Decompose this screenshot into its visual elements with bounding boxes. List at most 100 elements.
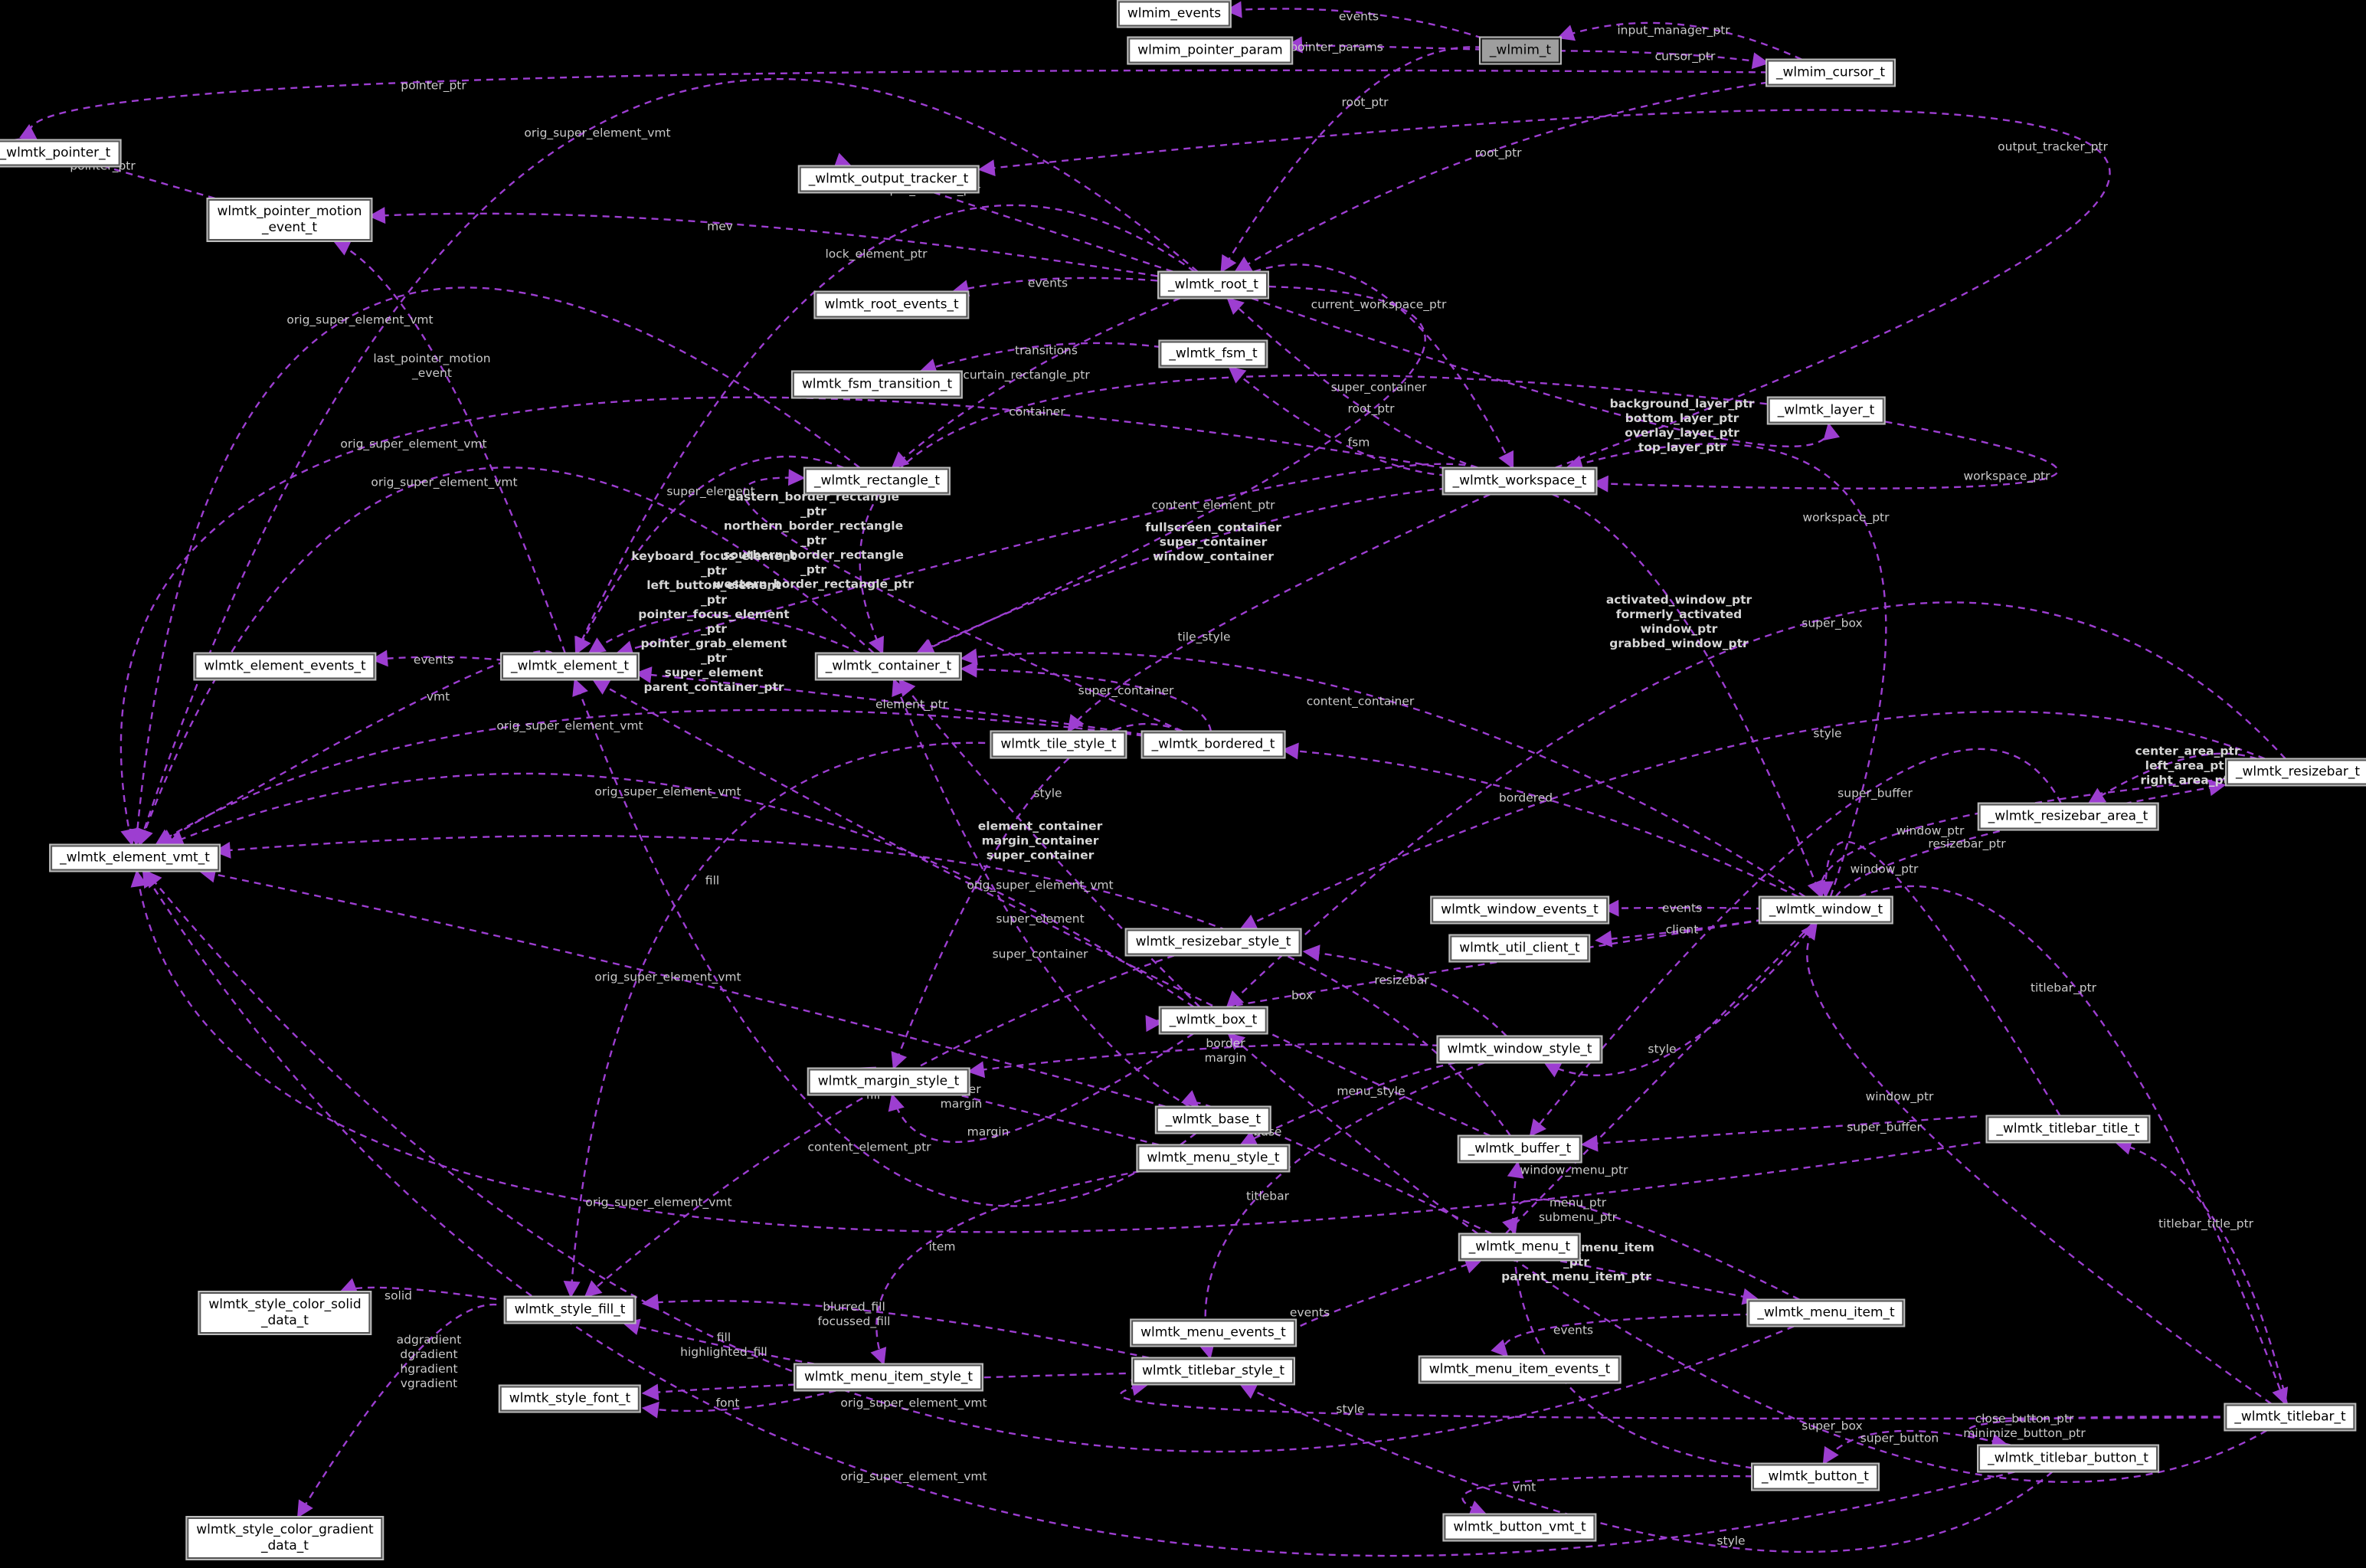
- edge-wlmim_cursor-wlmim: [1556, 21, 1802, 61]
- node-box[interactable]: _wlmtk_box_t: [1160, 1007, 1267, 1033]
- node-label: wlmtk_menu_item_style_t: [803, 1369, 974, 1385]
- edge-titlebar-titlebar_title: [2114, 1138, 2288, 1404]
- node-margin_style[interactable]: wlmtk_margin_style_t: [808, 1069, 969, 1095]
- node-pointer[interactable]: _wlmtk_pointer_t: [0, 140, 120, 166]
- node-motion_event[interactable]: wlmtk_pointer_motion_event_t: [208, 199, 371, 241]
- node-label: _wlmtk_workspace_t: [1452, 473, 1587, 489]
- node-menu_item_events[interactable]: wlmtk_menu_item_events_t: [1419, 1357, 1620, 1383]
- node-resizebar[interactable]: _wlmtk_resizebar_t: [2226, 759, 2366, 785]
- node-window_style[interactable]: wlmtk_window_style_t: [1438, 1036, 1602, 1062]
- node-fsm_transition[interactable]: wlmtk_fsm_transition_t: [792, 372, 962, 398]
- edge-wlmim_cursor-pointer: [19, 69, 1769, 141]
- node-label: _wlmtk_element_vmt_t: [60, 849, 210, 866]
- edge-wlmim_cursor-root: [1234, 81, 1769, 273]
- node-wlmim_pointer_param[interactable]: wlmim_pointer_param: [1128, 38, 1292, 64]
- node-rectangle[interactable]: _wlmtk_rectangle_t: [804, 468, 950, 494]
- node-color_gradient[interactable]: wlmtk_style_color_gradient_data_t: [187, 1517, 383, 1559]
- edge-menu_style-menu_item_style: [870, 1170, 1140, 1366]
- edge-window-workspace: [1565, 443, 1887, 897]
- node-style_font[interactable]: wlmtk_style_font_t: [499, 1386, 640, 1412]
- node-root_events[interactable]: wlmtk_root_events_t: [815, 292, 968, 318]
- node-root[interactable]: _wlmtk_root_t: [1159, 272, 1268, 298]
- node-element[interactable]: _wlmtk_element_t: [502, 653, 638, 679]
- edge-wlmim-root: [1220, 46, 1483, 273]
- node-menu_events[interactable]: wlmtk_menu_events_t: [1131, 1320, 1295, 1346]
- edge-titlebar-box: [1227, 1033, 2268, 1483]
- node-wlmim_events[interactable]: wlmim_events: [1118, 1, 1231, 27]
- node-resizebar_style[interactable]: wlmtk_resizebar_style_t: [1126, 929, 1301, 955]
- node-output_tracker[interactable]: _wlmtk_output_tracker_t: [799, 166, 978, 192]
- node-menu_style[interactable]: wlmtk_menu_style_t: [1137, 1145, 1289, 1171]
- node-base[interactable]: _wlmtk_base_t: [1156, 1107, 1271, 1133]
- node-util_client[interactable]: wlmtk_util_client_t: [1450, 935, 1589, 961]
- node-buffer[interactable]: _wlmtk_buffer_t: [1458, 1136, 1581, 1162]
- edge-workspace-element: [615, 463, 1478, 657]
- edge-bordered-container: [960, 660, 1212, 732]
- node-titlebar[interactable]: _wlmtk_titlebar_t: [2225, 1404, 2355, 1430]
- edge-layer-workspace: [1591, 421, 2059, 493]
- edge-resizebar-window: [1809, 778, 2225, 899]
- node-label: _wlmim_t: [1489, 42, 1552, 58]
- node-label: _wlmtk_resizebar_t: [2235, 764, 2361, 780]
- node-menu[interactable]: _wlmtk_menu_t: [1459, 1234, 1580, 1260]
- edge-titlebar_title-window: [1817, 840, 2061, 1117]
- node-window[interactable]: _wlmtk_window_t: [1759, 897, 1893, 923]
- edge-style_fill-color_gradient: [296, 1303, 497, 1518]
- node-element_vmt[interactable]: _wlmtk_element_vmt_t: [51, 845, 219, 871]
- node-bordered[interactable]: _wlmtk_bordered_t: [1142, 732, 1284, 758]
- edge-menu_item-menu: [1502, 1198, 1800, 1301]
- edge-titlebar_button-element_vmt: [142, 869, 2015, 1557]
- edge-window-titlebar: [1859, 885, 2289, 1406]
- edge-root-motion_event: [368, 207, 1158, 277]
- node-label: wlmtk_margin_style_t: [817, 1073, 960, 1089]
- edge-fsm-fsm_transition: [919, 342, 1161, 375]
- edge-root-element: [574, 204, 1196, 655]
- node-style_fill[interactable]: wlmtk_style_fill_t: [505, 1297, 635, 1323]
- edge-element-motion_event: [332, 240, 566, 653]
- node-label: wlmtk_util_client_t: [1459, 940, 1580, 956]
- edge-base-container: [892, 678, 1190, 1108]
- node-wlmim[interactable]: _wlmim_t: [1480, 38, 1561, 64]
- node-color_solid[interactable]: wlmtk_style_color_solid_data_t: [199, 1292, 371, 1334]
- node-label: wlmtk_root_events_t: [824, 296, 959, 313]
- node-tile_style[interactable]: wlmtk_tile_style_t: [991, 732, 1126, 758]
- node-titlebar_style[interactable]: wlmtk_titlebar_style_t: [1132, 1358, 1294, 1384]
- node-label: wlmtk_window_events_t: [1441, 902, 1599, 918]
- node-fsm[interactable]: _wlmtk_fsm_t: [1160, 341, 1267, 367]
- node-titlebar_title[interactable]: _wlmtk_titlebar_title_t: [1987, 1116, 2149, 1142]
- edge-bordered-margin_style: [891, 723, 1182, 1070]
- node-label: _wlmtk_pointer_t: [0, 145, 111, 161]
- node-workspace[interactable]: _wlmtk_workspace_t: [1443, 468, 1596, 494]
- node-label: _wlmtk_container_t: [825, 658, 952, 674]
- node-titlebar_button[interactable]: _wlmtk_titlebar_button_t: [1978, 1445, 2158, 1471]
- node-label: _wlmtk_resizebar_area_t: [1988, 808, 2148, 824]
- edge-root-element_vmt: [136, 78, 1199, 846]
- node-label: wlmim_events: [1127, 5, 1222, 21]
- node-label: wlmtk_resizebar_style_t: [1135, 934, 1291, 950]
- edge-window-container: [960, 648, 1806, 898]
- node-button_vmt[interactable]: wlmtk_button_vmt_t: [1444, 1514, 1595, 1540]
- node-label: _event_t: [261, 220, 318, 235]
- edge-titlebar_button-titlebar_style: [1239, 1383, 2053, 1553]
- edge-titlebar-titlebar_style: [1119, 1379, 2220, 1420]
- edge-root-workspace: [1254, 264, 1514, 470]
- node-layer[interactable]: _wlmtk_layer_t: [1768, 398, 1884, 424]
- node-label: _wlmtk_box_t: [1169, 1012, 1258, 1028]
- node-window_events[interactable]: wlmtk_window_events_t: [1432, 897, 1608, 923]
- node-container[interactable]: _wlmtk_container_t: [816, 653, 961, 679]
- node-menu_item[interactable]: _wlmtk_menu_item_t: [1748, 1300, 1904, 1326]
- edge-workspace-tile_style: [1067, 493, 1491, 733]
- node-label: wlmtk_style_color_solid: [208, 1297, 362, 1312]
- node-resizebar_area[interactable]: _wlmtk_resizebar_area_t: [1978, 804, 2158, 830]
- edge-resizebar_style-style_fill: [584, 954, 1175, 1298]
- node-menu_item_style[interactable]: wlmtk_menu_item_style_t: [794, 1364, 983, 1390]
- edge-resizebar-resizebar_area: [2087, 752, 2257, 804]
- edge-bordered-element_vmt: [155, 709, 1144, 846]
- node-wlmim_cursor[interactable]: _wlmim_cursor_t: [1767, 60, 1894, 86]
- node-label: _wlmtk_titlebar_button_t: [1988, 1450, 2148, 1466]
- node-label: _wlmtk_base_t: [1165, 1111, 1262, 1128]
- node-button[interactable]: _wlmtk_button_t: [1752, 1464, 1878, 1490]
- edge-window_style-menu_style: [1239, 1062, 1455, 1146]
- edge-element-element_events: [371, 650, 504, 667]
- node-element_events[interactable]: wlmtk_element_events_t: [195, 653, 375, 679]
